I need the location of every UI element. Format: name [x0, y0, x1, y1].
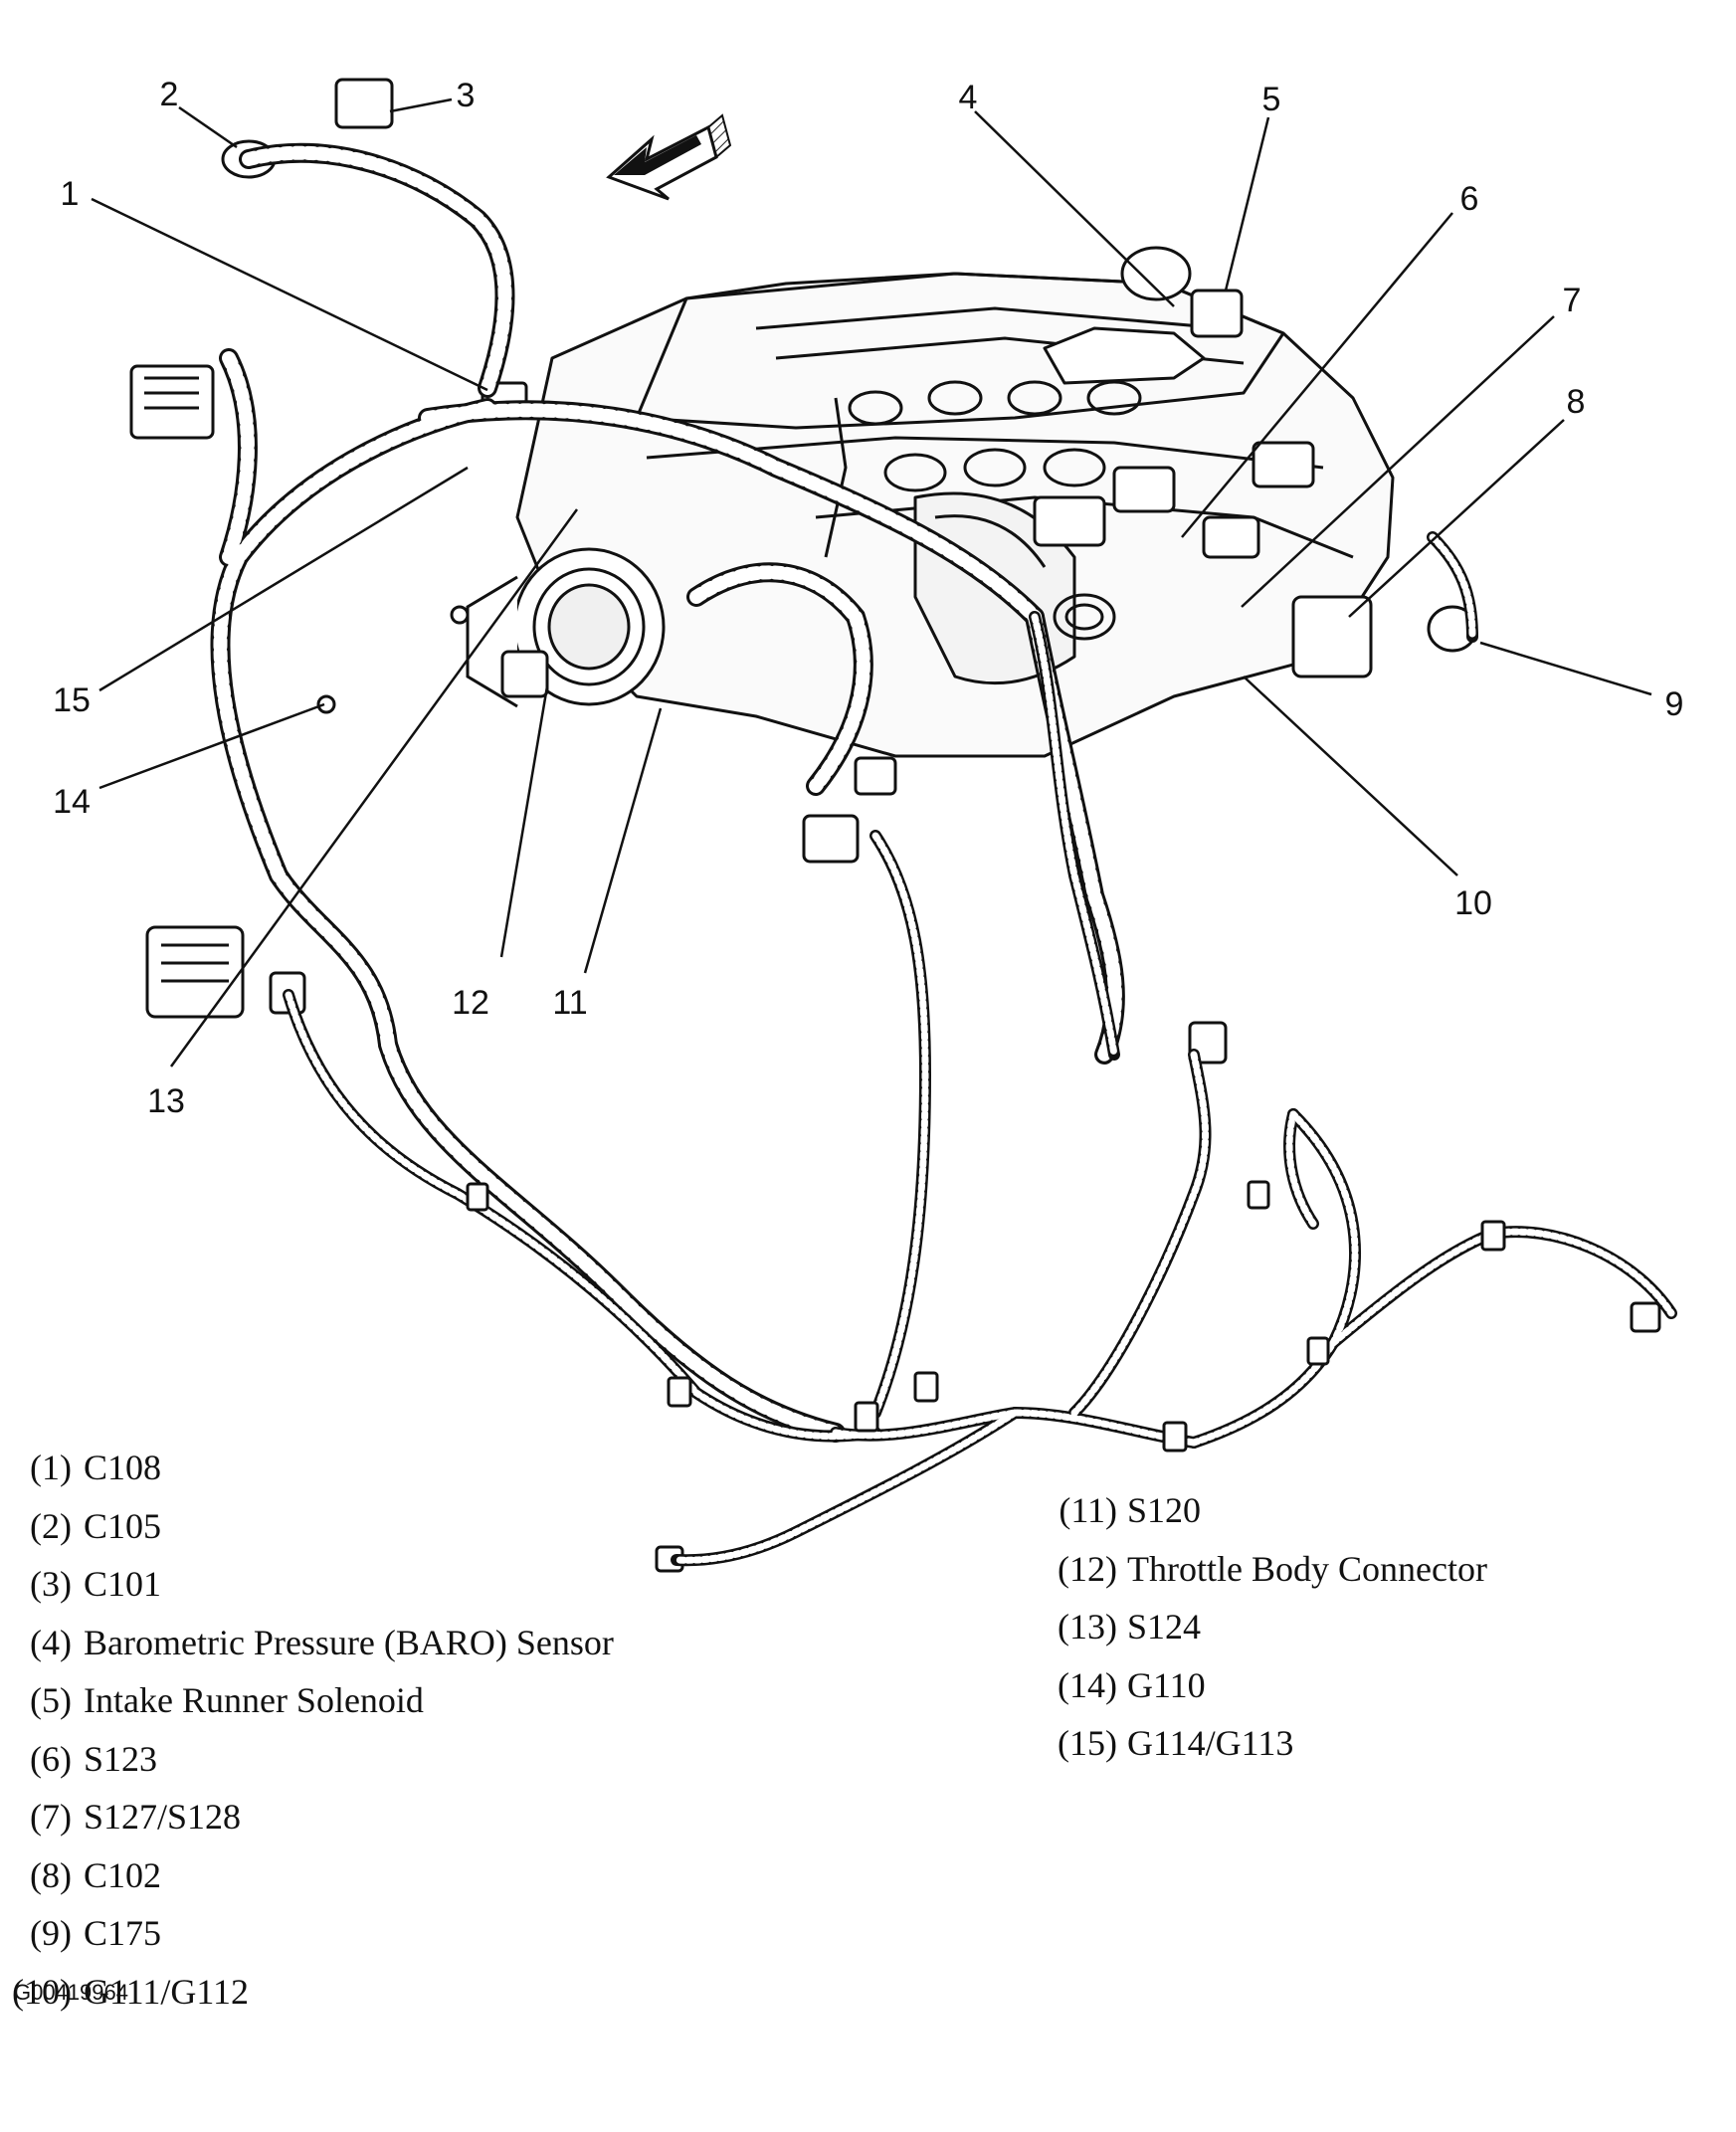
direction-arrow-icon [606, 113, 732, 201]
callout-13: 13 [147, 1082, 185, 1120]
legend-item: (4) Barometric Pressure (BARO) Sensor [0, 1614, 614, 1672]
legend-number: (13) [1058, 1607, 1117, 1647]
legend-text: C175 [84, 1913, 162, 1954]
legend-item: (8) C102 [0, 1846, 614, 1905]
legend-number: (9) [30, 1913, 72, 1954]
callout-5: 5 [1261, 81, 1281, 118]
legend-text: G110 [1127, 1664, 1206, 1705]
legend-text: C102 [84, 1854, 162, 1895]
callout-10: 10 [1454, 884, 1492, 922]
legend-item: (10) G111/G112 [0, 1963, 614, 2022]
legend-number: (5) [30, 1680, 72, 1721]
callout-4: 4 [958, 79, 978, 116]
legend-number: (12) [1058, 1548, 1117, 1589]
legend-item: (14)G110 [1058, 1656, 1487, 1715]
callout-9: 9 [1664, 685, 1684, 723]
legend-number: (6) [30, 1738, 72, 1779]
legend-item: (5) Intake Runner Solenoid [0, 1671, 614, 1730]
legend-text: S124 [1127, 1607, 1202, 1647]
legend-text: S120 [1127, 1490, 1202, 1531]
legend-item: (2) C105 [0, 1497, 614, 1556]
legend-number: (14) [1058, 1664, 1117, 1705]
legend-text: C101 [84, 1564, 162, 1605]
legend-item: (6) S123 [0, 1730, 614, 1789]
legend-item: (3) C101 [0, 1555, 614, 1614]
legend-text: S123 [84, 1738, 158, 1779]
legend-item: (12)Throttle Body Connector [1058, 1540, 1487, 1599]
legend-text: C105 [84, 1505, 162, 1546]
legend-item: (11)S120 [1058, 1481, 1487, 1540]
legend-item: (13)S124 [1058, 1598, 1487, 1656]
legend-item: (7) S127/S128 [0, 1788, 614, 1846]
legend-number: (4) [30, 1622, 72, 1662]
legend-number: (1) [30, 1448, 72, 1488]
legend-text: Barometric Pressure (BARO) Sensor [84, 1622, 614, 1662]
legend-number: (8) [30, 1854, 72, 1895]
legend-number: (10) [12, 1971, 72, 2012]
wiring-harness [210, 142, 1677, 1567]
figure-id: G00419964 [14, 1980, 128, 2005]
legend-text: Intake Runner Solenoid [84, 1680, 424, 1721]
callout-11: 11 [552, 984, 588, 1022]
legend-text: S127/S128 [84, 1797, 242, 1838]
callout-6: 6 [1459, 180, 1479, 218]
legend-number: (15) [1058, 1723, 1117, 1764]
legend-text: G111/G112 [84, 1971, 249, 2012]
legend-right: (11)S120 (12)Throttle Body Connector (13… [1058, 1481, 1487, 1773]
harness-connectors [129, 78, 1661, 1573]
callout-1: 1 [60, 175, 80, 213]
legend-number: (11) [1059, 1490, 1117, 1531]
callout-2: 2 [159, 76, 179, 113]
legend-item: (9) C175 [0, 1904, 614, 1963]
legend-text: C108 [84, 1448, 162, 1488]
throttle-body [466, 547, 666, 708]
legend-item: (15)G114/G113 [1058, 1714, 1487, 1773]
legend-text: Throttle Body Connector [1127, 1548, 1487, 1589]
leader-lines [91, 97, 1652, 1067]
callout-7: 7 [1562, 282, 1582, 319]
callout-12: 12 [452, 984, 489, 1022]
legend-number: (3) [30, 1564, 72, 1605]
legend-item: (1) C108 [0, 1439, 614, 1497]
legend-number: (7) [30, 1797, 72, 1838]
callout-14: 14 [53, 783, 91, 821]
engine-block [515, 272, 1395, 758]
legend-left: (1) C108 (2) C105 (3) C101 (4) Barometric Pr… [0, 1439, 614, 2021]
callout-15: 15 [53, 681, 91, 719]
legend-number: (2) [30, 1505, 72, 1546]
callout-3: 3 [456, 77, 476, 114]
callout-8: 8 [1566, 383, 1586, 421]
legend-text: G114/G113 [1127, 1723, 1294, 1764]
